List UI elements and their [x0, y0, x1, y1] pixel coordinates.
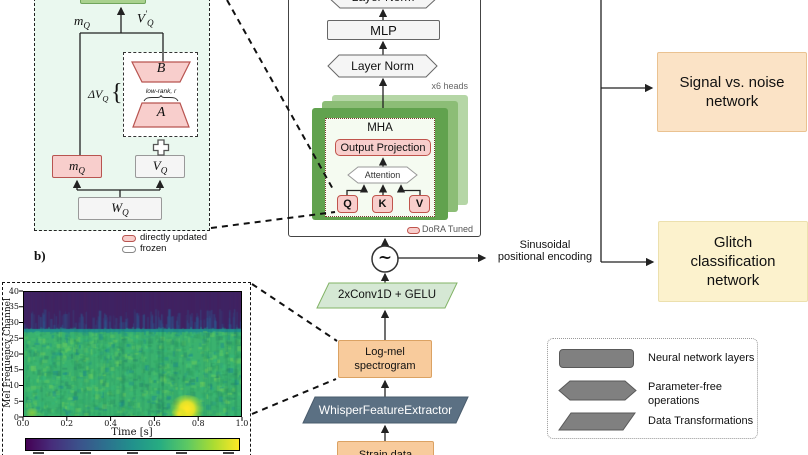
dora-legend-swatch-frozen: [122, 246, 136, 253]
wire-vprime-label: V′Q: [137, 9, 154, 28]
panel-b-label: b): [34, 248, 46, 263]
dora-legend-updated-label: directly updated: [140, 232, 208, 243]
legend-label-datatrans: Data Transformations: [648, 415, 754, 427]
logmel-box: Log-mel spectrogram: [338, 340, 432, 378]
lowrank-label: low-rank, r: [145, 88, 177, 95]
posenc-label-line2: positional encoding: [497, 251, 593, 263]
vq-box-label: VQ: [152, 157, 168, 176]
legend-hexagon-swatch: [558, 380, 637, 401]
colorbar-ticklabel-fragment: [176, 452, 187, 454]
mha-title: MHA: [367, 122, 393, 134]
callout-dora-bottom: [210, 211, 336, 229]
ytick-35: 35: [8, 302, 19, 312]
whisper-parallelogram: [302, 396, 469, 424]
xtick-0.4: 0.4: [104, 419, 117, 428]
lora-a-label: A: [156, 105, 166, 120]
mlp-label: MLP: [370, 22, 397, 38]
dora-tuned-label: DoRA Tuned: [422, 223, 474, 234]
dora-legend-swatch-updated: [122, 235, 136, 242]
ytick-0: 0: [13, 412, 19, 422]
plus-icon: [152, 139, 170, 156]
positional-encoding-adder: [371, 245, 399, 273]
dora-legend-frozen-label: frozen: [140, 243, 167, 254]
attention-hexagon: [347, 166, 418, 184]
lora-b-label: B: [156, 61, 166, 76]
wq-split-wire: [77, 189, 160, 197]
strain-label: Strain data: [358, 449, 413, 455]
ytick-40: 40: [8, 286, 19, 296]
mlp-box: [327, 20, 440, 40]
output-projection-label: Output Projection: [340, 141, 426, 154]
conv-label: 2xConv1D + GELU: [337, 289, 437, 301]
mq-box: [52, 155, 102, 178]
q-label: Q: [343, 198, 352, 210]
attention-label: Attention: [364, 170, 401, 180]
layernorm-top-label: Layer Norm: [328, 0, 438, 8]
lora-a-trapezoid: [132, 102, 190, 128]
layernorm-hexagon: [327, 54, 438, 78]
colorbar-ticklabel-fragment: [80, 452, 91, 454]
wq-box: [78, 197, 162, 220]
wire-m-label: mQ: [74, 13, 90, 31]
callout-dora-top: [226, 0, 335, 192]
colorbar-ticklabel-fragment: [127, 452, 138, 454]
v-to-attn-arrow: [396, 184, 421, 195]
colorbar-ticklabel-fragment: [223, 452, 234, 454]
glitch-network-box: Glitch classification network: [658, 221, 808, 302]
layernorm-top-hexagon: [330, 0, 436, 9]
q-to-attn-arrow: [346, 184, 369, 195]
x-axis-label: Time [s]: [111, 427, 153, 438]
spectrogram-canvas: [24, 292, 241, 416]
xtick-1.0: 1.0: [235, 419, 249, 428]
y-axis-label: Mel Frequency Channel: [3, 298, 13, 408]
mq-box-label: mQ: [69, 157, 85, 176]
k-box: K: [372, 195, 393, 213]
xtick-0.8: 0.8: [191, 419, 205, 428]
delta-brace: {: [111, 80, 123, 106]
strain-box: Strain data: [337, 441, 434, 455]
layernorm-label: Layer Norm: [351, 59, 414, 73]
colorbar-ticklabel-fragment: [33, 452, 44, 454]
callout-spec-bottom: [251, 378, 337, 415]
ytick-5: 5: [13, 396, 19, 406]
legend-label-paramfree: Parameter-free operations: [648, 381, 722, 407]
adder-symbol: ~: [377, 248, 393, 268]
logmel-label: Log-mel spectrogram: [354, 346, 416, 372]
conv-parallelogram: [316, 282, 458, 309]
xtick-0.2: 0.2: [60, 419, 74, 428]
ytick-20: 20: [8, 349, 19, 359]
signal-network-label: Signal vs. noise network: [679, 74, 785, 110]
k-label: K: [378, 198, 387, 210]
legend-rect-swatch: [559, 349, 634, 368]
dora-output-box: [80, 0, 146, 4]
lora-b-trapezoid: [131, 61, 191, 83]
legend-label-nn: Neural network layers: [648, 352, 755, 364]
axis-ticks: [19, 290, 243, 421]
dora-tuned-swatch: [407, 227, 420, 234]
legend-parallelogram-swatch: [558, 412, 636, 431]
v-box: V: [409, 195, 430, 213]
posenc-label-line1: Sinusoidal: [519, 239, 571, 251]
whisper-label: WhisperFeatureExtractor: [318, 403, 453, 417]
heads-note: x6 heads: [431, 81, 468, 91]
delta-v-label: ΔVQ: [88, 87, 109, 104]
colorbar: [25, 438, 240, 451]
wq-box-label: WQ: [111, 199, 129, 218]
ytick-15: 15: [8, 365, 19, 375]
output-projection-box: Output Projection: [335, 139, 431, 156]
xtick-0.6: 0.6: [148, 419, 161, 428]
v-label: V: [415, 198, 424, 210]
q-box: Q: [337, 195, 358, 213]
signal-network-box: Signal vs. noise network: [657, 52, 807, 132]
glitch-network-label: Glitch classification network: [690, 234, 776, 289]
ytick-25: 25: [8, 333, 19, 343]
xtick-0.0: 0.0: [16, 419, 30, 428]
ytick-30: 30: [8, 318, 19, 327]
lowrank-overbrace: [143, 94, 179, 102]
ytick-10: 10: [8, 381, 19, 390]
